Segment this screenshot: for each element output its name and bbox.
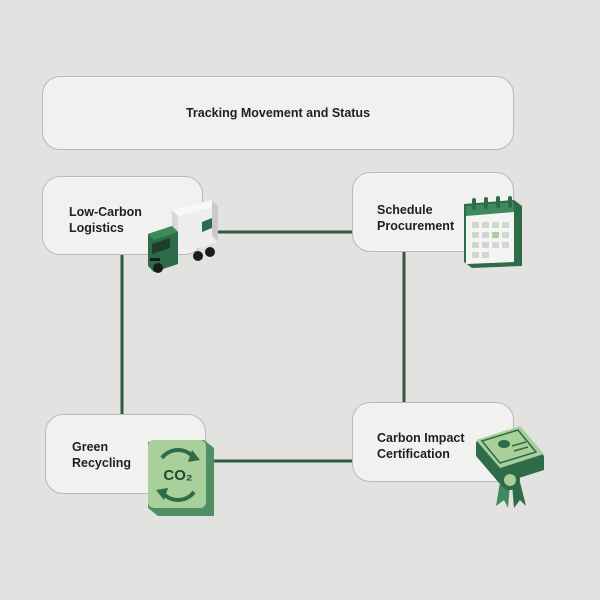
title-box: Tracking Movement and Status [42, 76, 514, 150]
truck-icon [148, 200, 218, 273]
calendar-icon [464, 196, 522, 268]
node-label: Carbon Impact Certification [377, 431, 465, 461]
node-label: Green Recycling [72, 440, 132, 470]
certificate-icon [476, 426, 544, 508]
co2-text: CO₂ [163, 467, 192, 484]
node-label: Low-Carbon Logistics [69, 205, 142, 235]
diagram-title: Tracking Movement and Status [185, 106, 371, 120]
co2-recycle-icon: CO₂ [148, 440, 214, 516]
node-label: Schedule Procurement [377, 203, 455, 233]
